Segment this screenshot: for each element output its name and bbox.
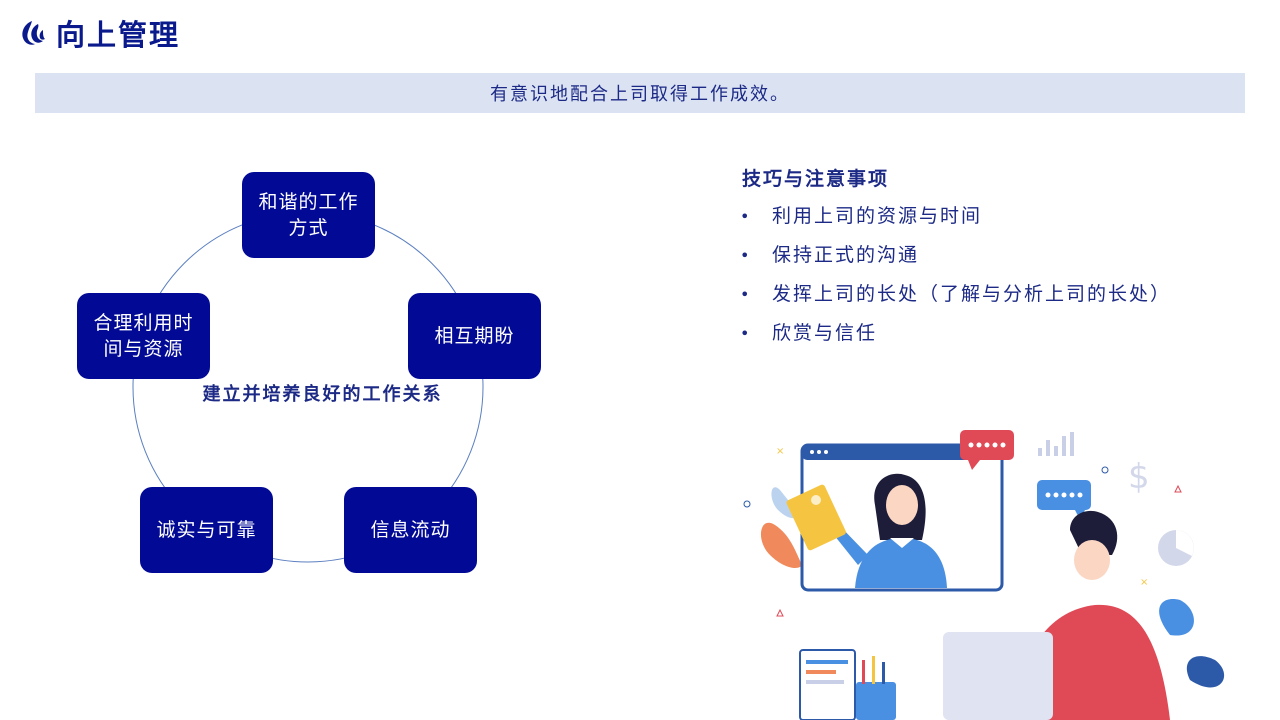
- tips-list-item: 发挥上司的长处（了解与分析上司的长处）: [740, 275, 1171, 314]
- svg-text:×: ×: [776, 446, 784, 457]
- page-title: 向上管理: [56, 18, 181, 52]
- diagram-center-label: 建立并培养良好的工作关系: [202, 384, 443, 405]
- node-time-resources: 合理利用时间与资源: [77, 293, 210, 379]
- tips-list-item: 欣赏与信任: [740, 314, 1171, 353]
- relationship-diagram: 和谐的工作方式 相互期盼 信息流动 诚实与可靠 合理利用时间与资源 建立并培养良…: [77, 172, 541, 573]
- svg-text:×: ×: [1140, 577, 1148, 588]
- svg-text:$: $: [1128, 457, 1150, 497]
- node-honesty-reliability: 诚实与可靠: [140, 487, 273, 573]
- page-header: 向上管理: [18, 12, 180, 54]
- flame-logo-icon: [22, 21, 45, 45]
- subtitle-banner: 有意识地配合上司取得工作成效。: [35, 73, 1245, 113]
- tips-list: 利用上司的资源与时间 保持正式的沟通 发挥上司的长处（了解与分析上司的长处） 欣…: [740, 197, 1171, 353]
- tips-section: 技巧与注意事项 利用上司的资源与时间 保持正式的沟通 发挥上司的长处（了解与分析…: [740, 164, 1171, 353]
- video-call-illustration: $ × ×: [743, 430, 1225, 720]
- banner-text: 有意识地配合上司取得工作成效。: [490, 84, 790, 105]
- node-information-flow: 信息流动: [344, 487, 477, 573]
- node-harmonious-work-style: 和谐的工作方式: [242, 172, 375, 258]
- tips-list-item: 利用上司的资源与时间: [740, 197, 1171, 236]
- tips-heading: 技巧与注意事项: [742, 168, 890, 190]
- node-mutual-expectations: 相互期盼: [408, 293, 541, 379]
- tips-list-item: 保持正式的沟通: [740, 236, 1171, 275]
